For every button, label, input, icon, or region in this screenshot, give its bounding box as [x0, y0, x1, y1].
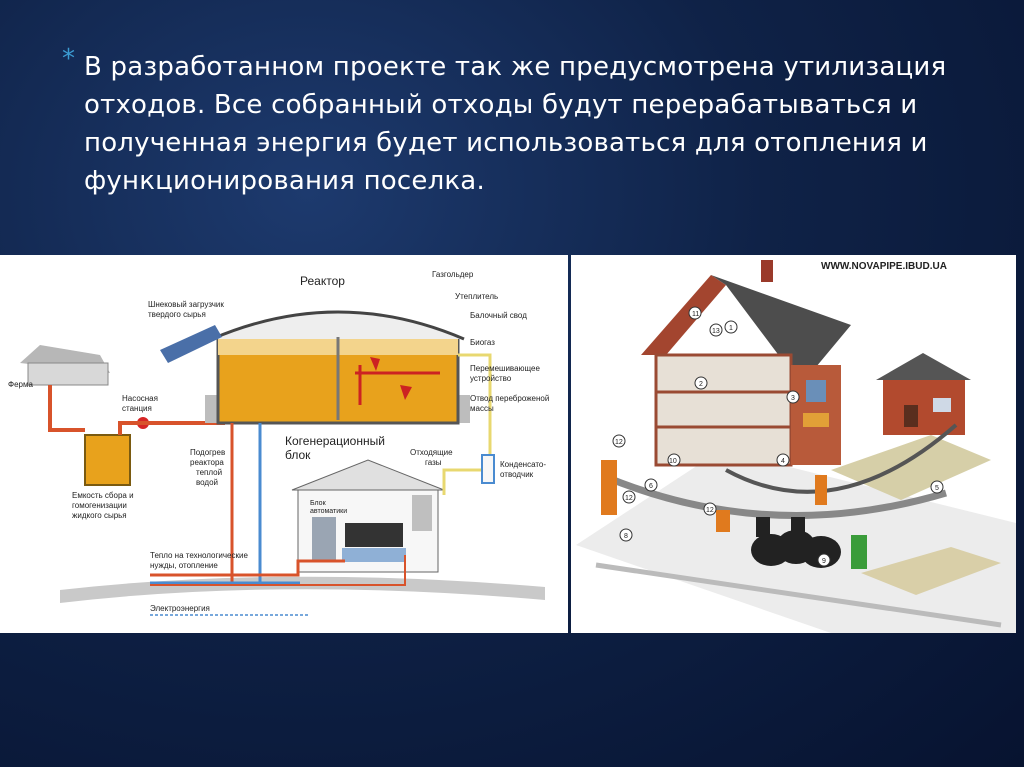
pipe-farm [48, 385, 85, 432]
marker-3: 3 [791, 395, 795, 402]
label-mixer-2: устройство [470, 374, 512, 383]
marker-4: 4 [781, 458, 785, 465]
inspection-well-1 [601, 460, 617, 515]
label-cogeneration-1: Когенерационный [285, 434, 385, 448]
pipe-gas-to-cogen [442, 468, 490, 495]
main-house [641, 260, 851, 467]
label-electricity: Электроэнергия [150, 604, 210, 613]
label-heating-4: водой [196, 478, 218, 487]
label-cogeneration-2: блок [285, 448, 311, 462]
label-heat-2: нужды, отопление [150, 561, 218, 570]
label-screw-loader-1: Шнековый загрузчик [148, 300, 224, 309]
inspection-well-3 [815, 475, 827, 505]
pipe-foreground [595, 562, 1002, 628]
label-outlet-1: Отвод переброженой [470, 394, 549, 403]
label-tank-2: гомогенизации [72, 501, 127, 510]
farm-building [20, 345, 110, 386]
slide-text: В разработанном проекте так же предусмот… [62, 48, 962, 200]
marker-12c: 12 [706, 507, 714, 514]
marker-6: 6 [649, 483, 653, 490]
septic-tanks [751, 517, 841, 568]
label-farm: Ферма [8, 380, 33, 389]
marker-9: 9 [822, 558, 826, 565]
pipe-secondary [725, 423, 958, 494]
drainage-field [861, 547, 1001, 595]
green-well [851, 535, 867, 569]
reactor-dome [211, 310, 465, 341]
label-insulation: Утеплитель [455, 292, 498, 301]
label-exhaust-2: газы [425, 458, 442, 467]
label-screw-loader-2: твердого сырья [148, 310, 206, 319]
condensate-trap [481, 454, 495, 484]
inspection-well-2 [716, 510, 730, 532]
label-condensate-2: отводчик [500, 470, 534, 479]
ground-strip [60, 576, 545, 603]
bullet-marker: * [62, 44, 75, 74]
pipe-heat-out [150, 559, 345, 577]
pipe-pump [118, 421, 225, 435]
pipe-biogas [458, 353, 492, 473]
mixer [336, 337, 440, 420]
bullet-body: В разработанном проекте так же предусмот… [84, 52, 947, 196]
underfloor-grid [831, 435, 991, 500]
house-diagram-svg: WWW.NOVAPIPE.IBUD.UA [576, 260, 1016, 633]
marker-12b: 12 [625, 495, 633, 502]
label-outlet-2: массы [470, 404, 494, 413]
marker-2: 2 [699, 381, 703, 388]
label-heating-3: теплой [196, 468, 222, 477]
label-exhaust-1: Отходящие [410, 448, 453, 457]
label-pump-2: станция [122, 404, 152, 413]
house-sewage-diagram: WWW.NOVAPIPE.IBUD.UA [571, 255, 1016, 633]
label-beam-vault: Балочный свод [470, 311, 527, 320]
label-reactor: Реактор [300, 274, 345, 288]
label-mixer-1: Перемешивающее [470, 364, 540, 373]
label-heating-1: Подогрев [190, 448, 225, 457]
marker-10: 10 [669, 458, 677, 465]
screw-loader [160, 325, 222, 363]
marker-5: 5 [935, 485, 939, 492]
garage [876, 353, 971, 435]
label-pump-1: Насосная [122, 394, 158, 403]
label-automation-1: Блок [310, 500, 327, 507]
label-tank-1: Емкость сбора и [72, 491, 134, 500]
watermark-url: WWW.NOVAPIPE.IBUD.UA [821, 261, 947, 272]
label-biogas: Биогаз [470, 338, 495, 347]
cogeneration-building [291, 459, 445, 573]
marker-13: 13 [712, 328, 720, 335]
pipe-return [150, 555, 406, 586]
label-tank-3: жидкого сырья [72, 511, 127, 520]
label-heating-2: реактора [190, 458, 224, 467]
collection-tank [84, 434, 131, 486]
label-automation-2: автоматики [310, 508, 347, 515]
marker-1: 1 [729, 325, 733, 332]
marker-8: 8 [624, 533, 628, 540]
biogas-diagram-svg: Реактор Газгольдер Утеплитель Балочный с… [8, 270, 549, 616]
number-markers: 11 1 2 3 4 5 6 8 9 10 12 12 12 13 [612, 306, 944, 567]
label-condensate-1: Конденсато- [500, 460, 546, 469]
marker-12a: 12 [615, 439, 623, 446]
pipe-main [604, 473, 947, 520]
biogas-plant-diagram: Реактор Газгольдер Утеплитель Балочный с… [0, 255, 568, 633]
marker-11: 11 [692, 311, 699, 318]
label-gas-holder: Газгольдер [432, 270, 474, 279]
label-heat-1: Тепло на технологические [150, 551, 248, 560]
